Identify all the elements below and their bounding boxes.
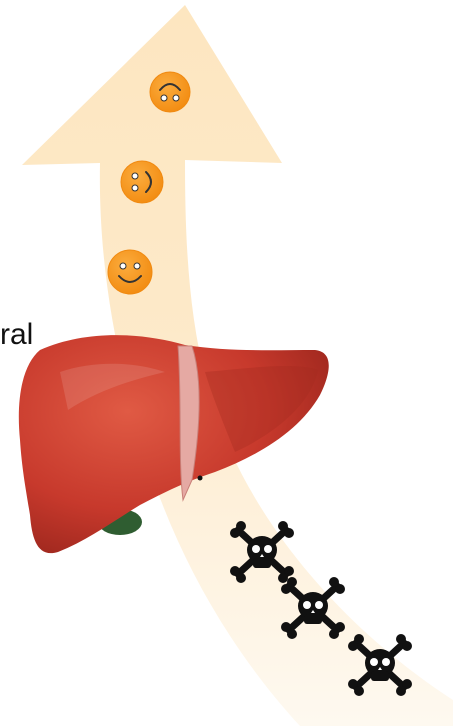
sideways-smile-icon <box>121 161 163 203</box>
upside-down-smile-icon <box>150 72 190 112</box>
smile-icon <box>108 250 152 294</box>
